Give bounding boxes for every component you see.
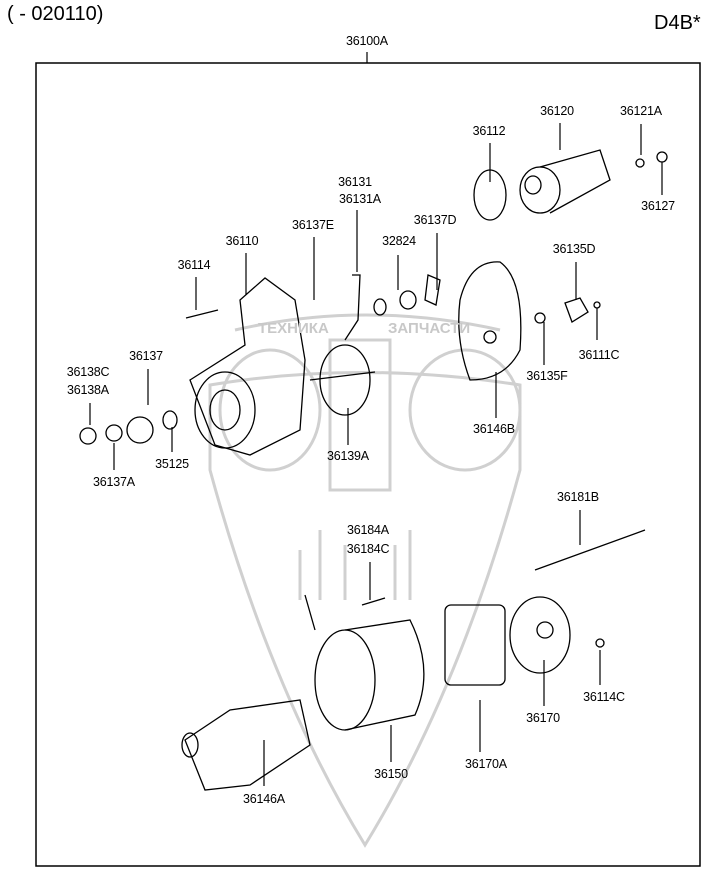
label-36138A[interactable]: 36138A	[67, 383, 109, 397]
label-36137D[interactable]: 36137D	[413, 213, 457, 227]
lever-part	[344, 274, 361, 341]
through-bolt-part	[534, 529, 646, 571]
label-36135F[interactable]: 36135F	[526, 369, 568, 383]
pinion-gear-part	[126, 416, 154, 444]
label-36137E[interactable]: 36137E	[292, 218, 334, 232]
stop-collar-part	[105, 424, 123, 442]
label-35125[interactable]: 35125	[155, 457, 189, 471]
label-32824[interactable]: 32824	[382, 234, 416, 248]
label-36110[interactable]: 36110	[225, 234, 259, 248]
label-36121A[interactable]: 36121A	[620, 104, 662, 118]
screw-36114C	[595, 638, 605, 648]
front-housing-part	[189, 277, 306, 456]
spring-part-2	[399, 290, 417, 310]
label-36137[interactable]: 36137	[129, 349, 163, 363]
watermark-text-left: ТЕХНИКА	[258, 320, 329, 337]
date-range-label: ( - 020110)	[7, 3, 104, 25]
gasket-part	[473, 169, 507, 221]
label-36181B[interactable]: 36181B	[557, 490, 599, 504]
end-cover-part	[509, 596, 571, 674]
label-36131A[interactable]: 36131A	[339, 192, 381, 206]
label-36127[interactable]: 36127	[641, 199, 675, 213]
label-36114[interactable]: 36114	[177, 258, 211, 272]
label-36184C[interactable]: 36184C	[346, 542, 390, 556]
label-36146B[interactable]: 36146B	[473, 422, 515, 436]
solenoid-part	[519, 149, 611, 214]
label-36112[interactable]: 36112	[472, 124, 506, 138]
snap-ring-part	[79, 427, 97, 445]
label-36184A[interactable]: 36184A	[347, 523, 389, 537]
plate-36135D	[564, 297, 589, 323]
yoke-part	[304, 594, 425, 731]
label-36170[interactable]: 36170	[526, 711, 560, 725]
spring-35125	[162, 410, 178, 430]
label-36139A[interactable]: 36139A	[327, 449, 369, 463]
label-36150[interactable]: 36150	[374, 767, 408, 781]
washer-36135F	[534, 312, 546, 324]
leader-lines	[89, 52, 663, 786]
assembly-frame	[35, 62, 701, 867]
brush-holder-part	[444, 604, 506, 686]
watermark-logo	[208, 313, 522, 848]
label-36120[interactable]: 36120	[540, 104, 574, 118]
label-36135D[interactable]: 36135D	[552, 242, 596, 256]
bolt-part	[185, 309, 219, 319]
label-36137A[interactable]: 36137A	[93, 475, 135, 489]
nut-part	[656, 151, 668, 163]
armature-part	[181, 699, 311, 791]
label-36138C[interactable]: 36138C	[66, 365, 110, 379]
label-36131[interactable]: 36131	[338, 175, 372, 189]
model-label: D4B*	[654, 12, 701, 34]
label-36146A[interactable]: 36146A	[243, 792, 285, 806]
screw-36111C	[593, 301, 601, 309]
terminal-bolt-part	[361, 597, 386, 606]
spring-part	[373, 298, 387, 316]
center-plate-part	[309, 344, 376, 416]
label-36100A: 36100A	[346, 34, 388, 48]
label-36114C[interactable]: 36114C	[583, 690, 625, 704]
label-36170A[interactable]: 36170A	[465, 757, 507, 771]
clip-part	[424, 274, 441, 306]
label-36111C[interactable]: 36111C	[578, 348, 620, 362]
washer-part	[635, 158, 645, 168]
watermark-text-right: ЗАПЧАСТИ	[388, 320, 471, 337]
rear-cover-part	[458, 261, 522, 381]
